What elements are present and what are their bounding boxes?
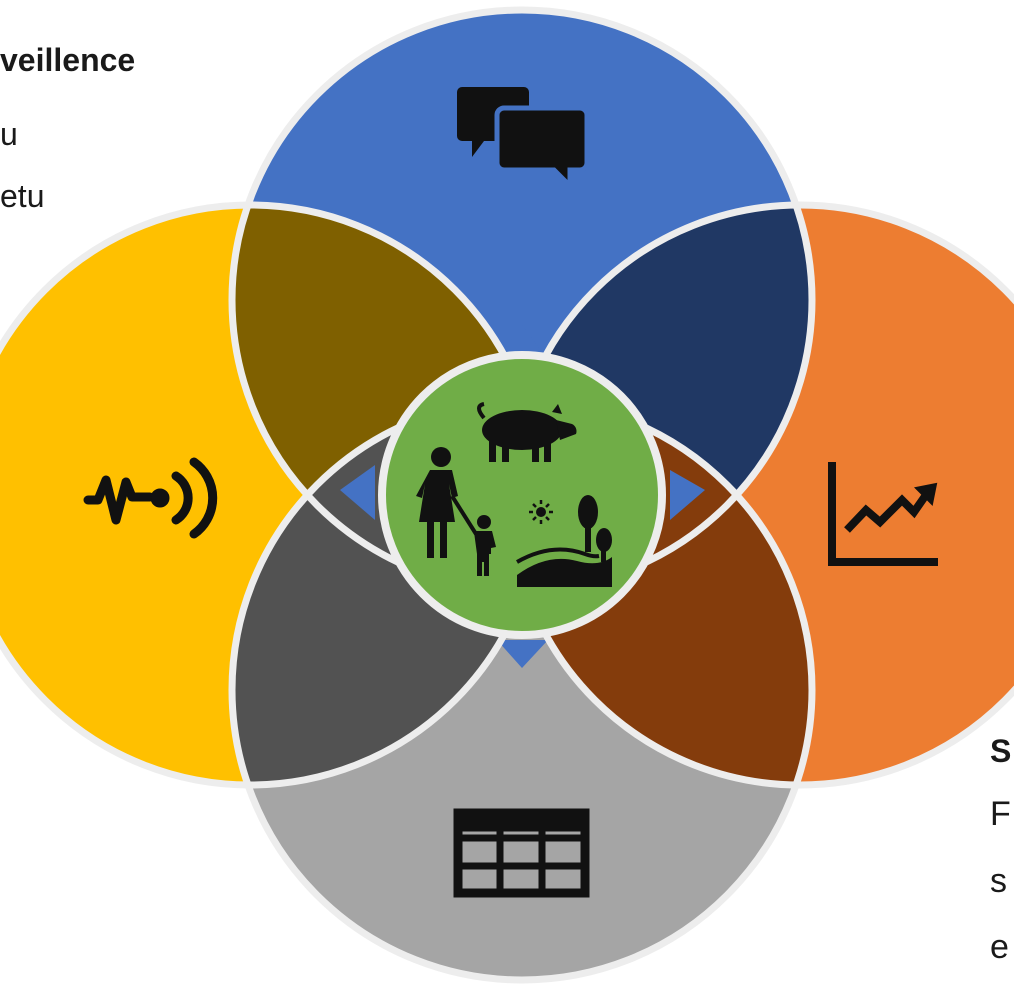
one-health-people-animal-environment-icon (416, 402, 612, 587)
signal-broadcast-icon (83, 457, 218, 539)
left-text-line-2: etu (0, 178, 45, 214)
left-heading-fragment: veillence (0, 42, 136, 78)
table-grid-icon (453, 808, 590, 898)
trending-chart-icon (828, 462, 938, 566)
right-text-line-1: F (990, 795, 1011, 833)
gap-right (670, 470, 705, 520)
gap-bottom (497, 640, 548, 668)
right-text-line-3: e (990, 928, 1009, 966)
gap-left (340, 465, 375, 520)
gap-top (497, 325, 548, 360)
right-heading-fragment: S (990, 733, 1012, 769)
right-text-line-2: s (990, 862, 1007, 900)
left-text-line-1: u (0, 116, 18, 152)
speech-bubbles-icon (457, 87, 590, 193)
